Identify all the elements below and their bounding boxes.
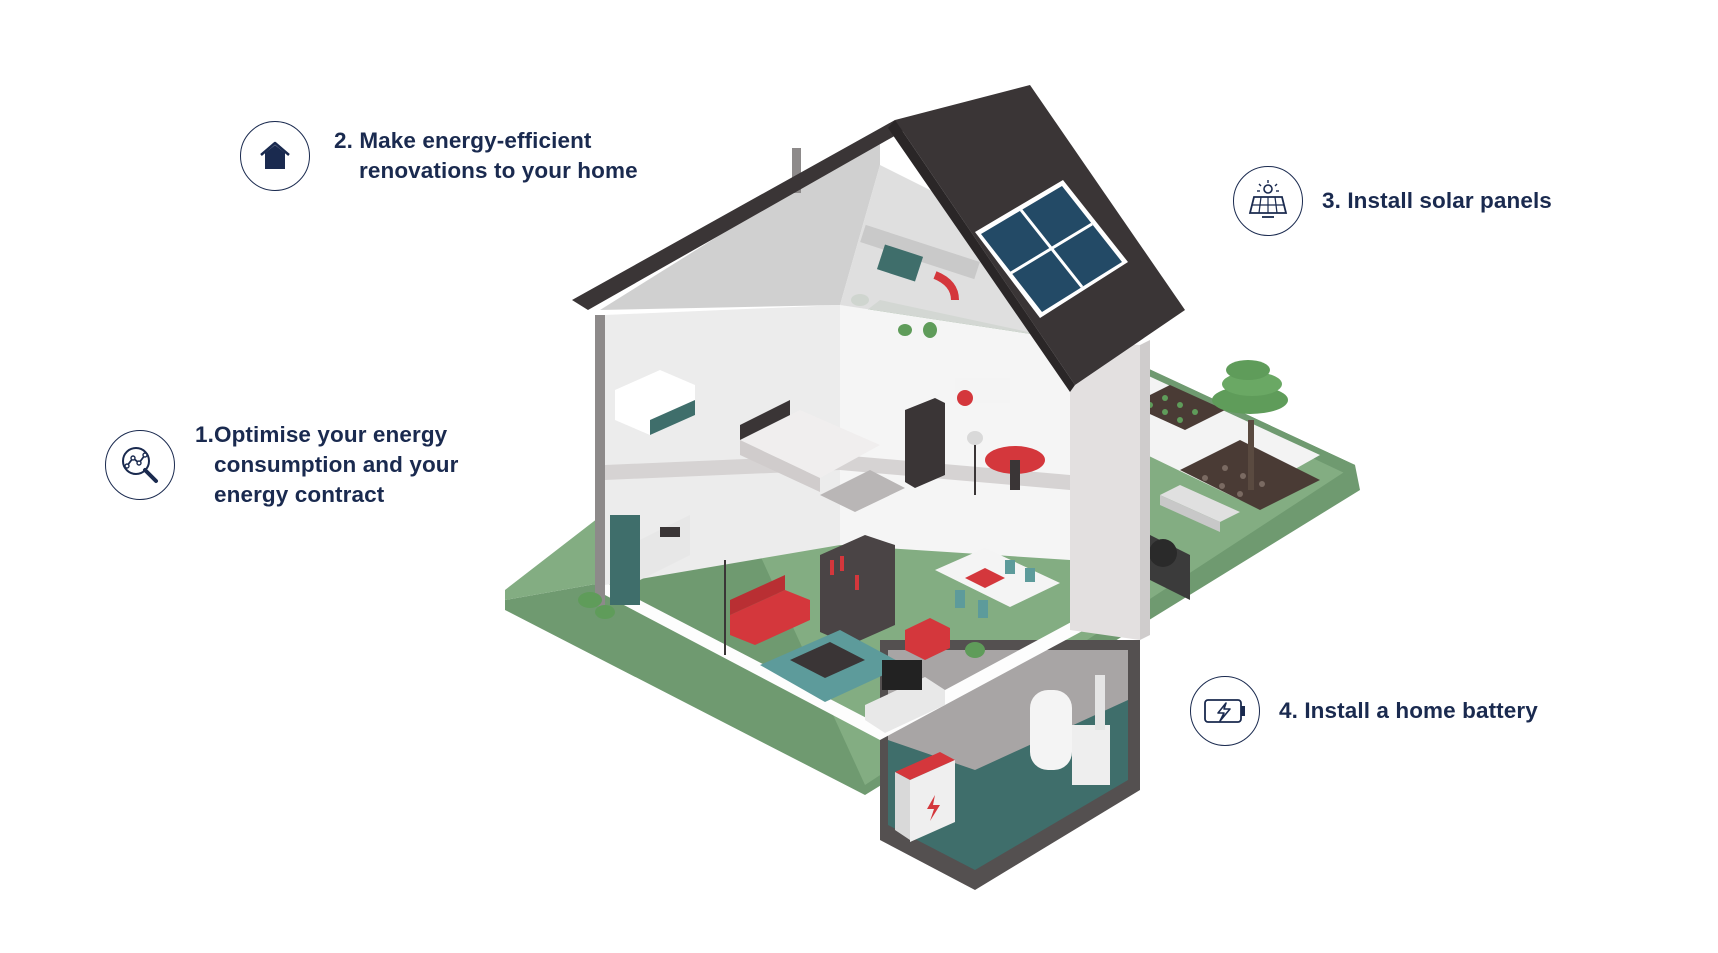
solar-panel-icon [1233,166,1303,236]
basement [880,640,1140,890]
callout-1-number: 1. [195,422,214,447]
house-body [578,294,1150,740]
callout-2-number: 2. [334,128,353,153]
callout-2-line-1: Make energy-efficient [359,128,592,153]
callout-4-line-1: Install a home battery [1304,698,1538,723]
magnifier-graph-icon [105,430,175,500]
callout-2-line-2: renovations to your home [359,158,638,183]
callout-home-battery: 4. Install a home battery [1190,676,1538,746]
battery-bolt-icon [1190,676,1260,746]
roof [572,85,1185,392]
callout-3-number: 3. [1322,188,1341,213]
house-icon [240,121,310,191]
callout-2-text: 2. Make energy-efficient renovations to … [334,126,638,186]
callout-3-line-1: Install solar panels [1347,188,1552,213]
callout-1-line-2: consumption and your [214,452,459,477]
callout-4-text: 4. Install a home battery [1279,696,1538,726]
callout-renovations: 2. Make energy-efficient renovations to … [240,121,638,191]
callout-3-text: 3. Install solar panels [1322,186,1552,216]
callout-1-line-3: energy contract [214,482,385,507]
callout-4-number: 4. [1279,698,1298,723]
callout-1-text: 1.Optimise your energy consumption and y… [195,420,459,510]
callout-optimise-energy: 1.Optimise your energy consumption and y… [105,420,459,510]
callout-1-line-1: Optimise your energy [213,422,448,447]
solar-panel-on-roof [975,180,1128,318]
callout-solar-panels: 3. Install solar panels [1233,166,1552,236]
